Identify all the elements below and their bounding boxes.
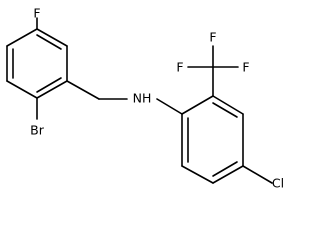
amine-label: NH [133, 91, 152, 106]
fluorine-label: F [33, 6, 40, 21]
bond [212, 102, 238, 118]
bromine-label: Br [30, 123, 45, 138]
bond [212, 95, 244, 115]
molecule-diagram: F Br NH F F F Cl [6, 6, 284, 191]
bond [212, 165, 244, 184]
right-ring-bonds [181, 95, 244, 184]
bond [6, 28, 38, 47]
bond [36, 34, 62, 50]
bond [66, 80, 100, 100]
substituent-bonds [36, 17, 273, 184]
trifluoromethyl-fluorine-right: F [242, 60, 249, 75]
left-ring-bonds [6, 28, 68, 99]
trifluoromethyl-fluorine-left: F [176, 60, 183, 75]
bond [156, 98, 183, 115]
bond [181, 95, 214, 115]
bond [36, 28, 68, 47]
bond [181, 165, 214, 184]
bond [36, 77, 62, 93]
atom-labels: F Br NH F F F Cl [30, 6, 284, 191]
bond [242, 165, 273, 184]
bond [36, 80, 68, 99]
chlorine-label: Cl [272, 176, 284, 191]
bond [6, 80, 38, 99]
trifluoromethyl-fluorine-top: F [209, 30, 216, 45]
bond [212, 161, 238, 177]
